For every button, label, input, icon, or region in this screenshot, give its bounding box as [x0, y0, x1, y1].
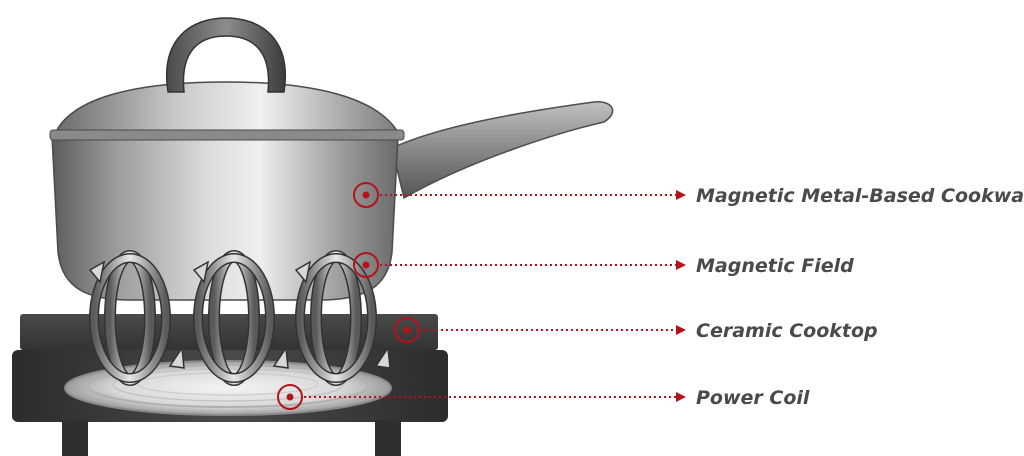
- callout-marker: [353, 252, 379, 278]
- callout-dot: [403, 326, 411, 334]
- stove-leg-right: [375, 420, 401, 456]
- callout-marker: [353, 182, 379, 208]
- callout-magnetic-field: Magnetic Field: [353, 252, 854, 278]
- stove-leg-left: [62, 420, 88, 456]
- label-power-coil: Power Coil: [696, 387, 810, 409]
- callout-cooktop: Ceramic Cooktop: [394, 317, 878, 343]
- callout-arrowhead: [676, 392, 686, 402]
- callout-marker: [277, 384, 303, 410]
- label-cooktop: Ceramic Cooktop: [696, 320, 878, 342]
- pot-lid: [52, 81, 402, 137]
- callout-cookware: Magnetic Metal-Based Cookware: [353, 182, 1024, 208]
- lid-rim: [49, 129, 405, 141]
- label-cookware: Magnetic Metal-Based Cookware: [696, 185, 1024, 207]
- field-loop-right: [294, 250, 391, 386]
- field-loop-left: [88, 250, 185, 386]
- magnetic-field-loops: [88, 250, 391, 386]
- ceramic-cooktop: [20, 314, 438, 350]
- lid-knob: [166, 17, 286, 93]
- callout-dot: [362, 191, 370, 199]
- callout-arrowhead: [676, 190, 686, 200]
- callout-arrowhead: [676, 325, 686, 335]
- label-magnetic-field: Magnetic Field: [696, 255, 854, 277]
- callout-arrowhead: [676, 260, 686, 270]
- callout-power-coil: Power Coil: [277, 384, 810, 410]
- field-loop-center: [192, 250, 289, 386]
- power-coil: [64, 360, 392, 416]
- callout-marker: [394, 317, 420, 343]
- pot-handle: [391, 101, 614, 200]
- callout-dot: [362, 261, 370, 269]
- callout-dot: [286, 393, 294, 401]
